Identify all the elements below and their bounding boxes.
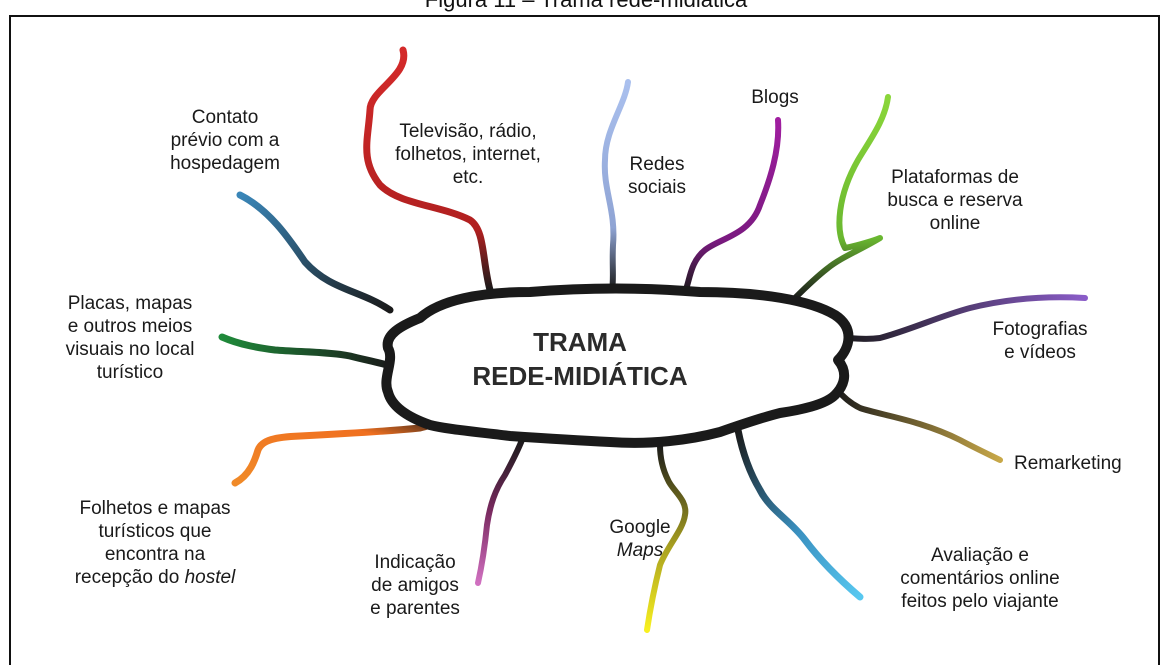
branch-fotografias bbox=[835, 294, 1088, 342]
branch-avaliacao bbox=[734, 426, 864, 601]
label-remarketing: Remarketing bbox=[1014, 453, 1122, 474]
branch-remarketing bbox=[832, 385, 1003, 463]
branch-google bbox=[644, 442, 689, 633]
label-redes-sociais: Redes sociais bbox=[627, 154, 687, 198]
figure-frame bbox=[9, 15, 1160, 665]
label-fotografias: Fotografias e vídeos bbox=[992, 319, 1088, 363]
label-televisao: Televisão, rádio, folhetos, internet, et… bbox=[395, 121, 541, 188]
central-title-line2: REDE-MIDIÁTICA bbox=[472, 361, 688, 391]
label-avaliacao: Avaliação e comentários online feitos pe… bbox=[900, 545, 1060, 612]
branch-contato bbox=[236, 191, 394, 314]
central-title-line1: TRAMA bbox=[533, 327, 627, 357]
label-blogs: Blogs bbox=[751, 87, 799, 108]
branch-folhetos bbox=[231, 416, 459, 487]
branch-redes bbox=[601, 79, 631, 293]
branch-plataformas bbox=[792, 94, 891, 301]
branch-indicacao bbox=[475, 437, 525, 586]
branch-televisao bbox=[363, 46, 494, 294]
central-title: TRAMA REDE-MIDIÁTICA bbox=[430, 325, 730, 393]
central-node bbox=[381, 283, 854, 448]
label-plataformas: Plataformas de busca e reserva online bbox=[887, 167, 1023, 234]
label-indicacao: Indicação de amigos e parentes bbox=[370, 552, 460, 619]
label-google-maps: Google Maps bbox=[609, 517, 671, 561]
branch-blogs bbox=[682, 117, 782, 295]
figure-caption: Figura 11 – Trama rede-midiática bbox=[0, 0, 1172, 14]
label-contato: Contato prévio com a hospedagem bbox=[170, 107, 280, 174]
label-placas: Placas, mapas e outros meios visuais no … bbox=[65, 293, 195, 383]
branch-placas bbox=[218, 333, 394, 370]
label-folhetos: Folhetos e mapas turísticos que encontra… bbox=[74, 498, 236, 588]
